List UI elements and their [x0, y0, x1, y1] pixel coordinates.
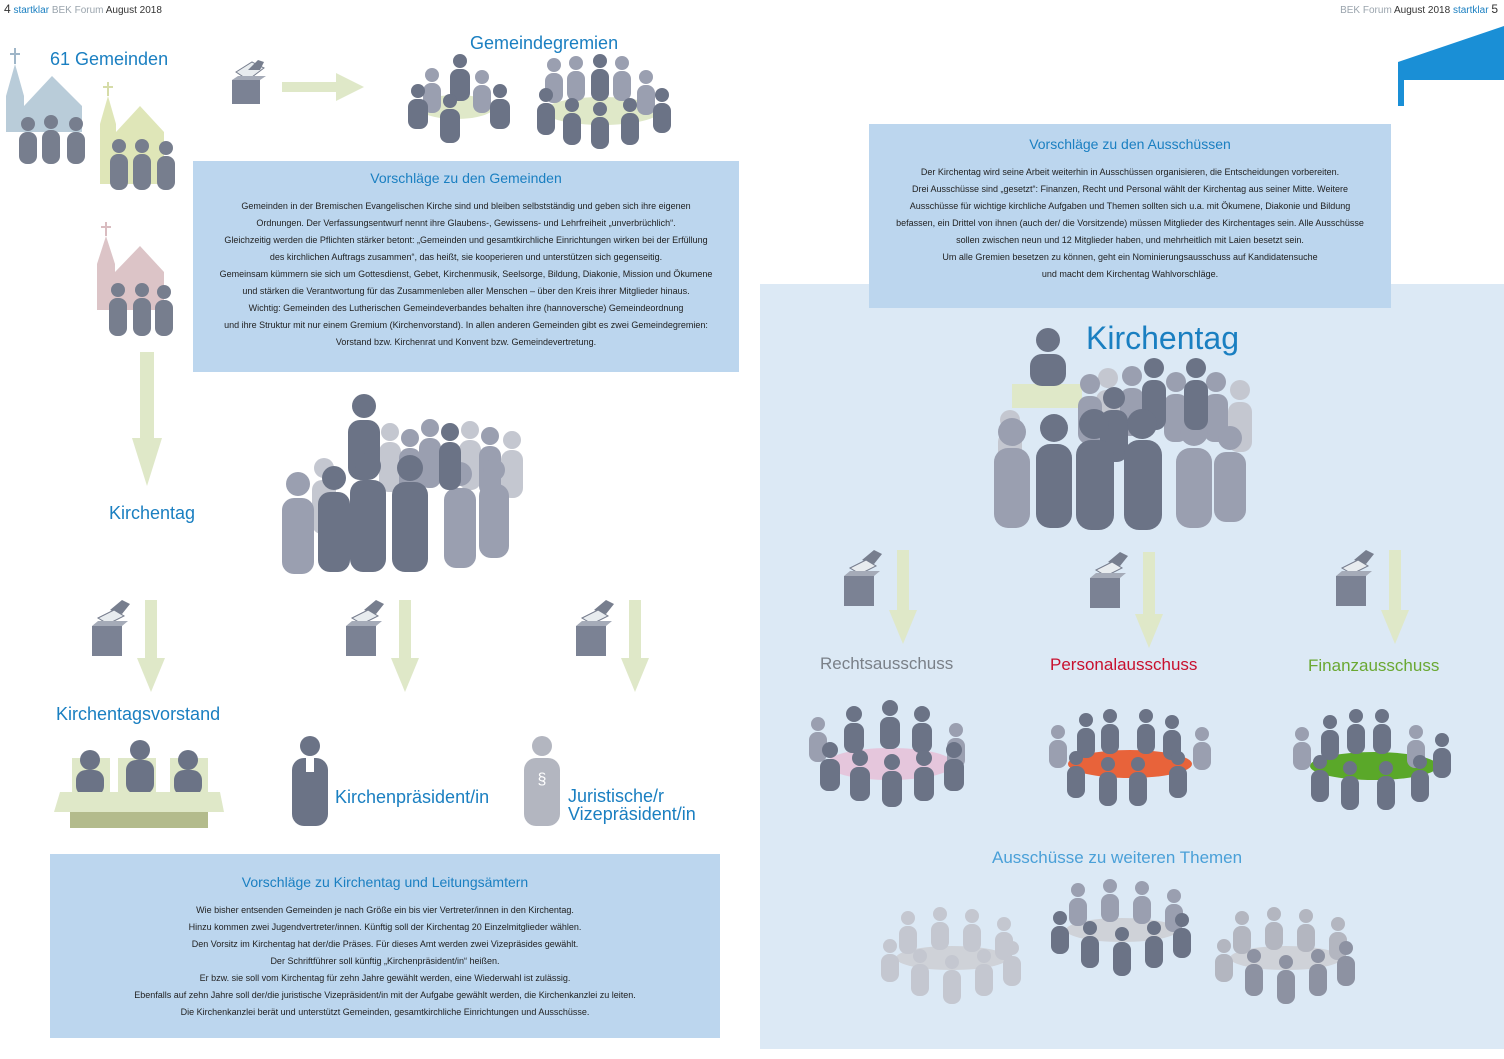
- vorschlaege-ausschuesse-box: Vorschläge zu den Ausschüssen Der Kirche…: [869, 124, 1391, 308]
- committee-finanz-illustration: [1293, 709, 1451, 810]
- header-right: BEK Forum August 2018 startklar 5: [1340, 2, 1498, 16]
- box-line: Ordnungen. Der Verfassungsentwurf nennt …: [256, 218, 676, 228]
- ballot-arrow-icon: [844, 550, 917, 644]
- box-line: Der Kirchentag wird seine Arbeit weiterh…: [920, 167, 1340, 177]
- issue-date: August 2018: [1394, 5, 1451, 16]
- box-line: Wie bisher entsenden Gemeinden je nach G…: [196, 905, 574, 915]
- weitere-ausschuss-illustration: [881, 907, 1021, 1004]
- vorstand-label: Kirchentagsvorstand: [56, 704, 221, 724]
- issue-date: August 2018: [105, 5, 162, 16]
- page-number: 5: [1491, 2, 1498, 16]
- corner-flag-icon: [1398, 26, 1504, 106]
- arrow-down-icon: [132, 352, 162, 486]
- vorstand-table-illustration: [54, 740, 224, 828]
- box-line: Um alle Gremien besetzen zu können, geht…: [942, 252, 1318, 262]
- box-line: Ebenfalls auf zehn Jahre soll der/die ju…: [134, 990, 636, 1000]
- weitere-ausschuss-illustration: [1051, 879, 1191, 976]
- box-line: und stärken die Verantwortung für das Zu…: [242, 286, 690, 296]
- weitere-ausschuesse-title: Ausschüsse zu weiteren Themen: [992, 848, 1243, 867]
- churches-illustration: [6, 48, 175, 336]
- header-left: 4 startklar BEK Forum August 2018: [4, 2, 162, 16]
- committee-rechts-label: Rechtsausschuss: [820, 654, 954, 673]
- kirchentag-title: Kirchentag: [1086, 320, 1239, 356]
- box-line: des kirchlichen Auftrags zusammen“, das …: [269, 252, 663, 262]
- vorschlaege-kirchentag-box: Vorschläge zu Kirchentag und Leitungsämt…: [50, 854, 720, 1038]
- box-line: Den Vorsitz im Kirchentag hat der/die Pr…: [191, 939, 579, 949]
- box-line: Ausschüsse für wichtige kirchliche Aufga…: [909, 201, 1351, 211]
- juristisch-figure-icon: §: [524, 736, 560, 826]
- ballot-arrow-icon: [1336, 550, 1409, 644]
- paragraph-sign: §: [538, 771, 547, 788]
- box-line: und ihre Struktur mit nur einem Gremium …: [224, 320, 708, 330]
- kirchentag-crowd-illustration: [994, 328, 1252, 530]
- ballot-arrow-icon: [576, 600, 649, 692]
- box-line: Gleichzeitig werden die Pflichten stärke…: [224, 235, 708, 245]
- box-line: Hinzu kommen zwei Jugendvertreter/innen.…: [188, 922, 582, 932]
- kirchenpraesident-figure-icon: [292, 736, 328, 826]
- juristisch-label: Juristische/r Vizepräsident/in: [568, 787, 696, 823]
- box-title: Vorschläge zu den Gemeinden: [370, 170, 562, 186]
- publication-name: BEK Forum: [1340, 5, 1392, 16]
- box-line: Vorstand bzw. Kirchenrat und Konvent bzw…: [335, 337, 597, 347]
- box-line: Gemeinden in der Bremischen Evangelische…: [241, 201, 691, 211]
- praesident-label: Kirchenpräsident/in: [335, 787, 490, 807]
- brand-name: startklar: [1452, 5, 1489, 16]
- gemeinden-title: 61 Gemeinden: [50, 49, 169, 69]
- ballot-box-icon: [232, 60, 266, 104]
- box-line: und macht dem Kirchentag Wahlvorschläge.: [1041, 269, 1219, 279]
- box-title: Vorschläge zu den Ausschüssen: [1029, 136, 1231, 152]
- gremien-title: Gemeindegremien: [470, 33, 619, 53]
- weitere-ausschuss-illustration: [1215, 907, 1355, 1004]
- ballot-arrow-icon: [1090, 552, 1163, 648]
- publication-name: BEK Forum: [51, 5, 104, 16]
- kirchentag-label: Kirchentag: [109, 503, 196, 523]
- juristisch-label-line2: Vizepräsident/in: [568, 804, 696, 824]
- committee-rechts-illustration: [809, 700, 965, 807]
- box-line: befassen, ein Drittel von ihnen (auch de…: [896, 218, 1364, 228]
- box-line: Gemeinsam kümmern sie sich um Gottesdien…: [219, 269, 713, 279]
- kirchentag-crowd-illustration: [282, 394, 523, 574]
- brand-name: startklar: [13, 5, 50, 16]
- box-line: sollen zwischen neun und 12 Mitglieder h…: [956, 235, 1304, 245]
- box-line: Wichtig: Gemeinden des Lutherischen Geme…: [248, 303, 684, 313]
- vorschlaege-gemeinden-box: Vorschläge zu den Gemeinden Gemeinden in…: [193, 161, 739, 372]
- ballot-arrow-icon: [346, 600, 419, 692]
- box-line: Drei Ausschüsse sind „gesetzt“: Finanzen…: [911, 184, 1349, 194]
- ballot-arrow-icon: [92, 600, 165, 692]
- committee-finanz-label: Finanzausschuss: [1308, 656, 1440, 675]
- committee-personal-illustration: [1049, 709, 1211, 806]
- page-number: 4: [4, 2, 11, 16]
- committee-personal-label: Personalausschuss: [1050, 655, 1198, 674]
- box-line: Die Kirchenkanzlei berät und unterstützt…: [180, 1007, 590, 1017]
- juristisch-label-line1: Juristische/r: [568, 786, 665, 806]
- arrow-right-icon: [282, 73, 364, 101]
- box-line: Er bzw. sie soll vom Kirchentag für zehn…: [199, 973, 571, 983]
- gremien-illustration: [408, 54, 671, 149]
- box-title: Vorschläge zu Kirchentag und Leitungsämt…: [241, 874, 529, 890]
- box-line: Der Schriftführer soll künftig „Kirchenp…: [270, 956, 500, 966]
